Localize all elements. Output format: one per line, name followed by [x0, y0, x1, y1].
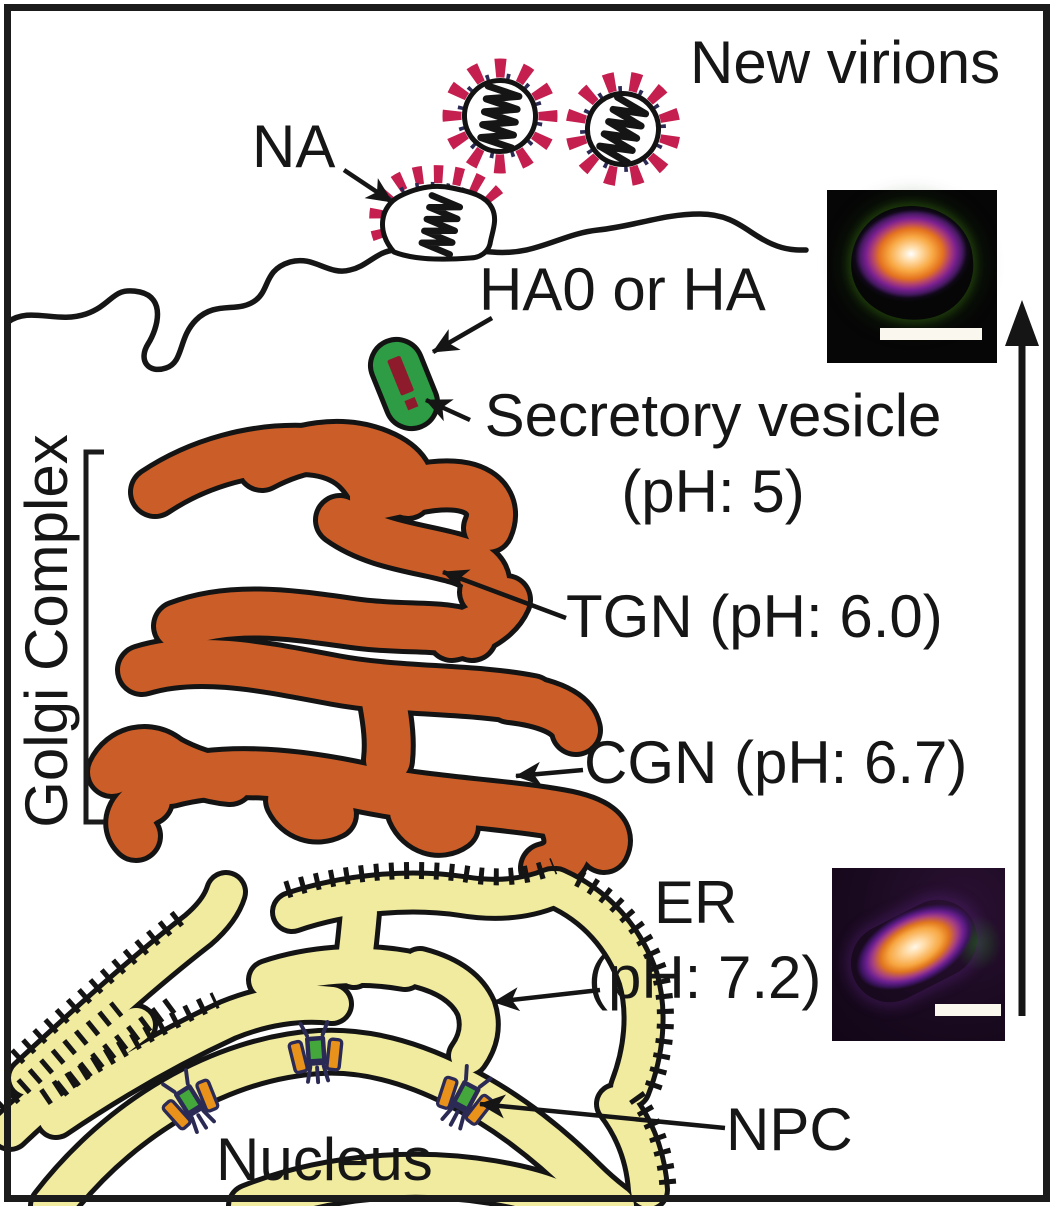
ribosome-comb [10, 905, 192, 1065]
ribosome-comb [574, 870, 674, 1099]
ha-cargo [387, 356, 414, 396]
scale-bar [935, 1004, 1001, 1016]
ha0-label: HA0 or HA [479, 256, 766, 323]
secretory-vesicle-label: Secretory vesicle (pH: 5) [478, 378, 948, 530]
na-arrow [342, 168, 394, 204]
ha-spikes [565, 71, 681, 187]
er-fluorescence-image [832, 868, 1009, 1041]
secretion-direction-arrow [1005, 300, 1039, 1016]
npc-arrow [479, 1094, 726, 1131]
ha-cargo-dot [404, 396, 419, 411]
virion-1 [442, 58, 558, 174]
annotation-arrows [342, 168, 726, 1131]
ha-spikes [442, 58, 558, 174]
na-label: NA [252, 113, 336, 180]
budding-virion [369, 165, 505, 262]
ha0-arrow [431, 316, 494, 354]
secretory-vesicle-label-line1: Secretory vesicle [484, 382, 942, 449]
secretory-vesicle [368, 336, 440, 432]
er-ph-label: (pH: 7.2) [588, 944, 822, 1011]
cgn-label: CGN (pH: 6.7) [584, 729, 968, 796]
virion-2 [565, 71, 681, 187]
ha-spikes [369, 165, 505, 241]
golgi-complex-label: Golgi Complex [13, 434, 80, 828]
nucleus-label: Nucleus [216, 1126, 433, 1193]
virion-fluorescence-blob [845, 199, 979, 327]
scale-bar [880, 328, 982, 340]
ribosome-comb [283, 858, 558, 899]
cgn-arrow [515, 761, 584, 786]
plasma-membrane [5, 211, 809, 373]
arrow-head [1005, 300, 1039, 346]
npc-label: NPC [726, 1096, 853, 1163]
tgn-label: TGN (pH: 6.0) [566, 583, 943, 650]
ribosome-comb [54, 993, 184, 1097]
tgn-arrow [442, 569, 567, 621]
er-arrow [493, 987, 601, 1012]
virion-fluorescence-image [827, 190, 997, 363]
ribosomes [0, 858, 677, 1189]
secretory-vesicle-arrow [425, 397, 471, 423]
golgi-bracket [83, 449, 104, 825]
secretory-vesicle-ph-label: (pH: 5) [621, 458, 805, 525]
er-label: ER [654, 869, 738, 936]
ribosome-comb [0, 1001, 124, 1115]
new-virions-label: New virions [690, 29, 1001, 96]
